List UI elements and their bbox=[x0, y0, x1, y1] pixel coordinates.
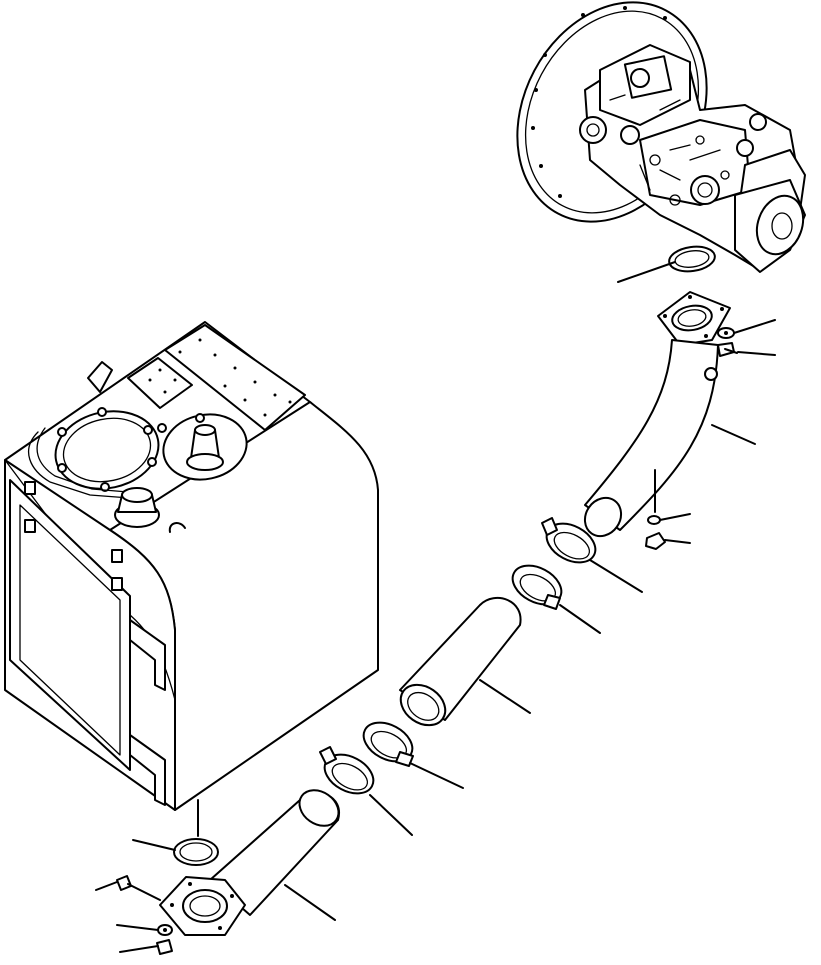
lower-flange-washer bbox=[157, 924, 173, 936]
flange-bolts bbox=[531, 6, 667, 198]
suction-elbow-pipe bbox=[583, 291, 731, 538]
cover-bolts bbox=[57, 407, 157, 492]
plate-bolts bbox=[148, 338, 292, 417]
hydraulic-tank bbox=[4, 321, 379, 811]
flange-bolt bbox=[717, 342, 738, 357]
hydraulic-pump-assembly bbox=[516, 1, 806, 273]
tank-o-ring bbox=[173, 838, 219, 866]
flange-washer bbox=[717, 327, 735, 339]
pump-o-ring bbox=[668, 245, 716, 273]
hose-clamp-upper-b bbox=[511, 564, 563, 610]
drain-plug bbox=[645, 532, 666, 550]
flange-bolt-long bbox=[116, 875, 161, 901]
lower-flange-bolt bbox=[156, 939, 173, 955]
hose-clamp-upper-a bbox=[541, 517, 597, 564]
hose-clamp-lower-b bbox=[319, 746, 375, 795]
leader-lines bbox=[95, 261, 776, 953]
drain-washer bbox=[647, 515, 661, 525]
rubber-hose bbox=[399, 596, 522, 727]
tank-suction-pipe bbox=[159, 789, 341, 936]
hose-clamp-lower-a bbox=[362, 721, 414, 767]
